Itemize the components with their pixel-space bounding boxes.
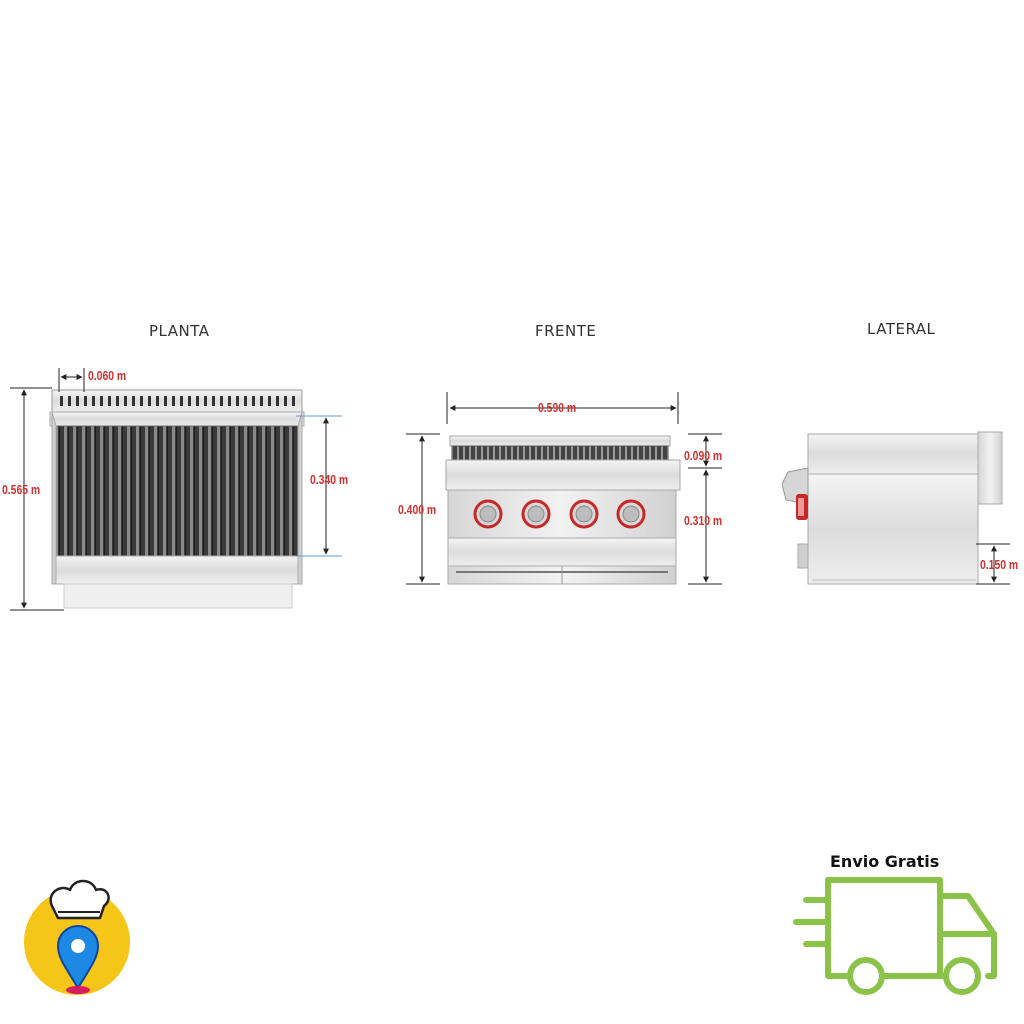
planta-grill-drawing: [49, 389, 305, 609]
dimension-label-planta-gap: 0.060 m: [88, 368, 127, 383]
delivery-truck-icon: [793, 877, 997, 995]
lateral-grill-drawing: [781, 431, 1003, 585]
dimension-label-planta-grill: 0.340 m: [310, 472, 349, 487]
view-title-frente: FRENTE: [535, 322, 597, 340]
dimension-label-planta-depth: 0.565 m: [2, 482, 41, 497]
view-title-lateral: LATERAL: [867, 320, 936, 338]
frente-grill-drawing: [445, 435, 681, 585]
free-shipping-label: Envio Gratis: [830, 852, 940, 871]
planta-dimension-lines: [10, 368, 342, 611]
dimension-label-frente-width: 0.590 m: [538, 400, 577, 415]
dimension-label-frente-height: 0.400 m: [398, 502, 437, 517]
frente-knobs: [473, 499, 646, 529]
frente-dimension-lines: [406, 392, 722, 585]
dimension-label-frente-top: 0.090 m: [684, 448, 723, 463]
lateral-dimension-lines: [976, 543, 1010, 585]
dimension-label-lateral-base: 0.150 m: [980, 557, 1019, 572]
view-title-planta: PLANTA: [149, 322, 210, 340]
dimension-label-frente-body: 0.310 m: [684, 513, 723, 528]
chef-location-logo-icon: [24, 879, 130, 995]
